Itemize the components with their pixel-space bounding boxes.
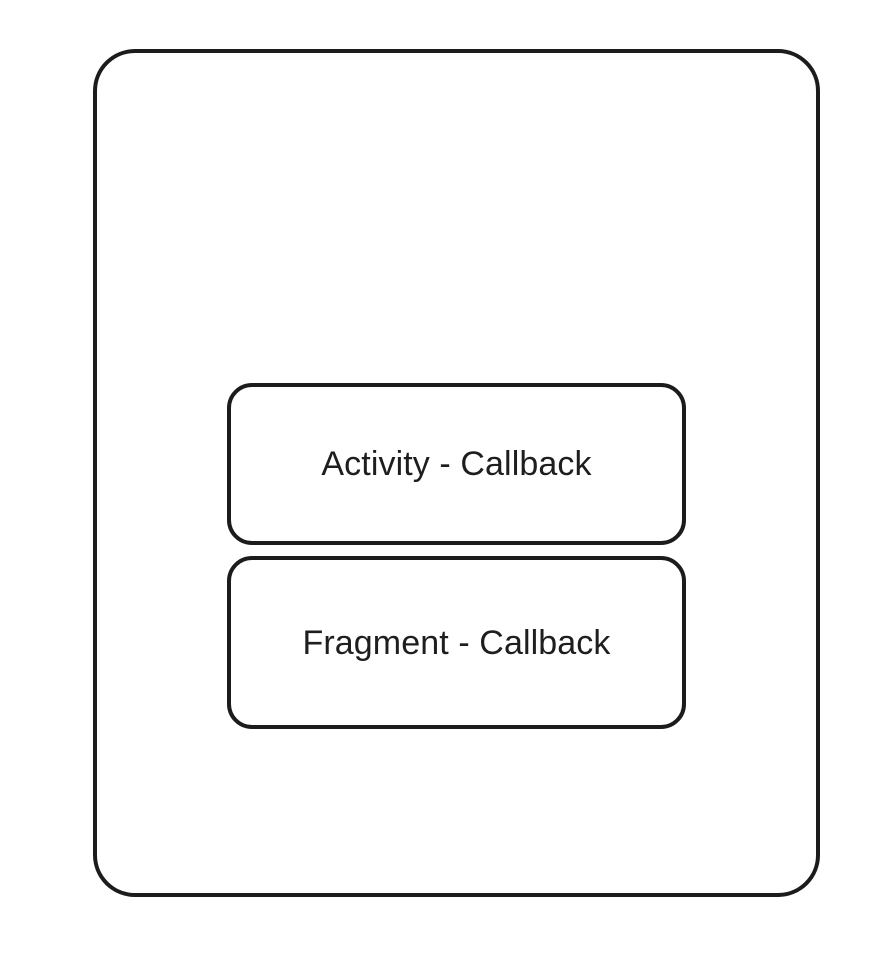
activity-callback-label: Activity - Callback xyxy=(321,445,592,483)
fragment-callback-label: Fragment - Callback xyxy=(302,623,611,662)
fragment-callback-box[interactable]: Fragment - Callback xyxy=(227,556,686,729)
activity-callback-box[interactable]: Activity - Callback xyxy=(227,383,686,545)
callback-box-group: Activity - Callback Fragment - Callback xyxy=(227,383,686,729)
outer-container-box: Activity - Callback Fragment - Callback xyxy=(93,49,820,897)
